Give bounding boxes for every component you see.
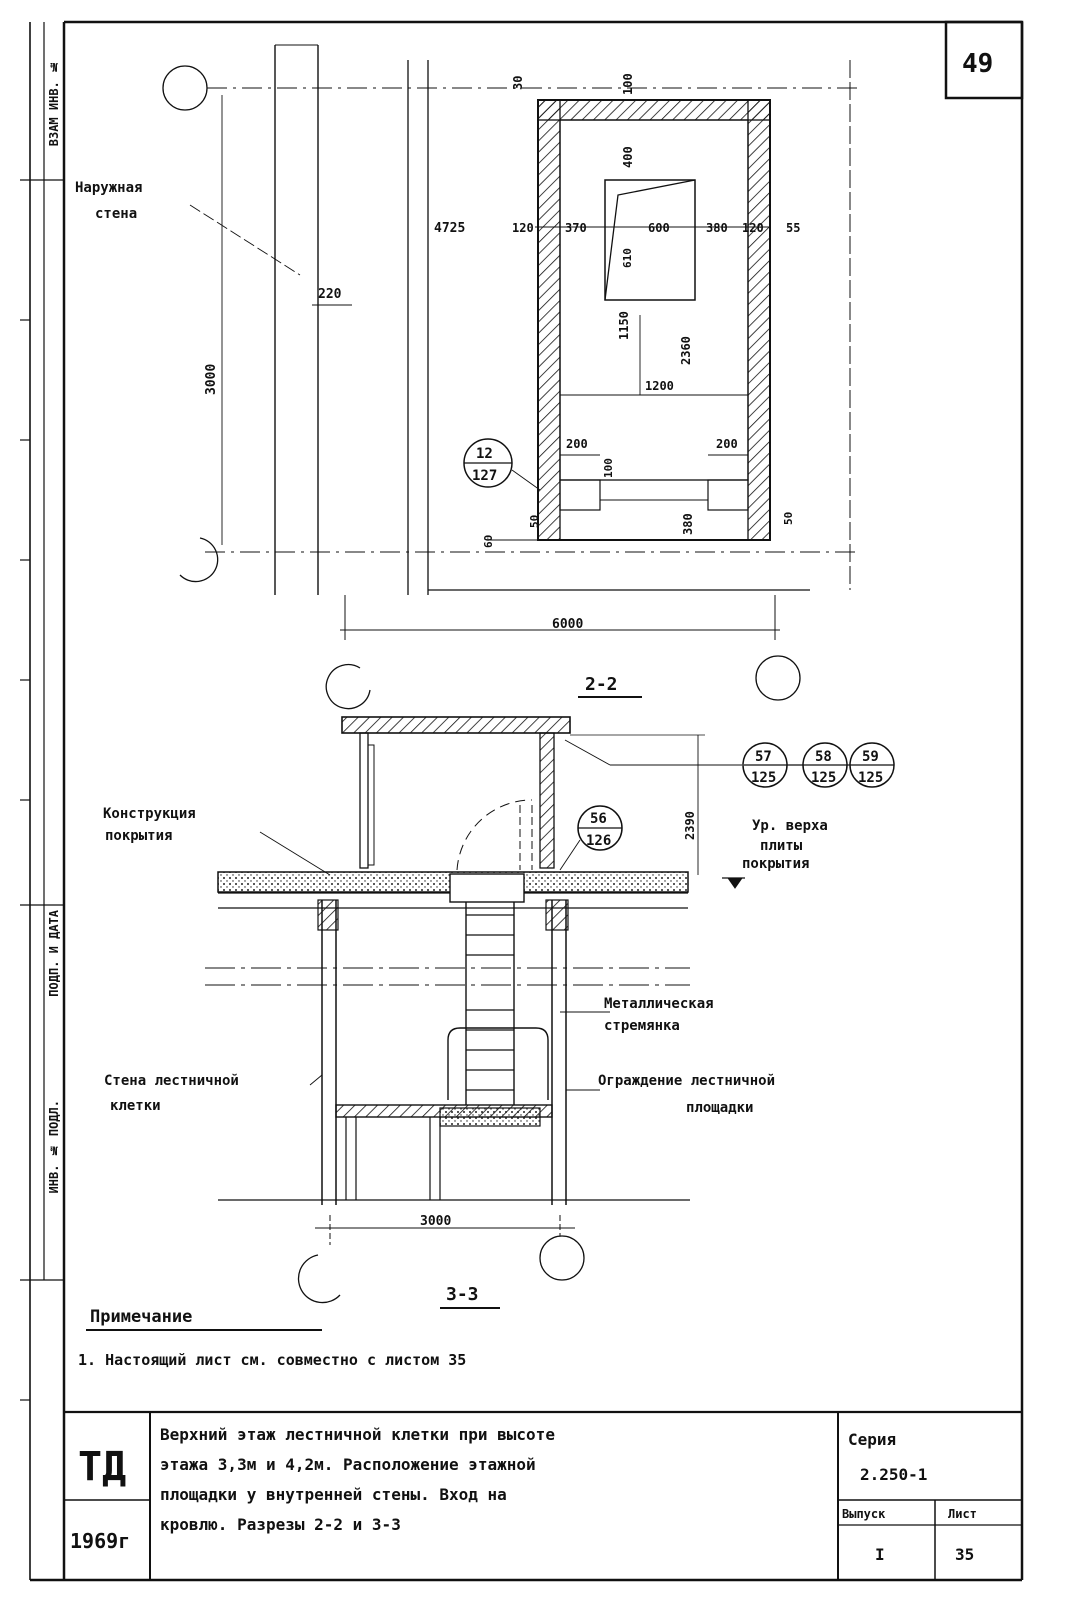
dim-total-width: 6000 [552, 617, 583, 632]
dim-55: 55 [786, 221, 800, 235]
dim-50-left: 50 [528, 515, 541, 528]
dim-1200: 1200 [645, 379, 674, 393]
callout-top: 12 [476, 446, 493, 462]
section-title: 3-3 [446, 1284, 479, 1305]
note: Примечание 1. Настоящий лист см. совмест… [78, 1307, 466, 1369]
sheet-number: 49 [962, 49, 993, 79]
title-org: ТД [78, 1444, 126, 1490]
section-3-3 [205, 716, 895, 1304]
title-line-1: Верхний этаж лестничной клетки при высот… [160, 1425, 555, 1444]
dim-3000: 3000 [420, 1214, 451, 1229]
stair-wall-label-1: Стена лестничной [104, 1073, 239, 1089]
callout-2-bottom: 125 [811, 770, 836, 786]
dim-400: 400 [621, 146, 635, 168]
callout-3-bottom: 125 [858, 770, 883, 786]
side-stamp-bottom: ИНВ. № ПОДЛ. [47, 1100, 61, 1194]
dim-200-left: 200 [566, 437, 588, 451]
dim-2390: 2390 [683, 811, 697, 840]
dim-4725: 4725 [434, 221, 465, 236]
sheet-frame [20, 20, 1024, 1582]
callout-1-top: 57 [755, 749, 772, 765]
dim-total-height: 3000 [204, 364, 219, 395]
fence-label-1: Ограждение лестничной [598, 1073, 775, 1089]
sheet-label: Лист [948, 1507, 977, 1521]
section-3-3-labels: Конструкция покрытия 57 125 58 125 59 12… [103, 749, 883, 1305]
outer-wall-label-1: Наружная [75, 180, 142, 196]
outer-wall-label-2: стена [95, 206, 137, 222]
side-stamp-top: ВЗАМ ИНВ. № [47, 60, 61, 147]
construction-label-2: покрытия [105, 828, 172, 844]
series-value: 2.250-1 [860, 1465, 927, 1484]
top-level-label-2: плиты [760, 838, 803, 854]
top-level-label-3: покрытия [742, 856, 809, 872]
dim-120-left: 120 [512, 221, 534, 235]
dim-380-low: 380 [681, 513, 695, 535]
dim-2360: 2360 [679, 336, 693, 365]
dim-30: 30 [511, 76, 525, 90]
title-line-4: кровлю. Разрезы 2-2 и 3-3 [160, 1515, 401, 1534]
issue-label: Выпуск [842, 1507, 886, 1521]
dim-50-right: 50 [782, 512, 795, 525]
top-level-label-1: Ур. верха [752, 818, 828, 834]
plan-2-2-axis-markers [325, 655, 801, 710]
callout-56-top: 56 [590, 811, 607, 827]
stair-wall-label-2: клетки [110, 1098, 161, 1114]
callout-2-top: 58 [815, 749, 832, 765]
side-stamp-middle: ПОДП. И ДАТА [47, 910, 61, 997]
callout-3-top: 59 [862, 749, 879, 765]
dim-370: 370 [565, 221, 587, 235]
fence-label-2: площадки [686, 1100, 753, 1116]
callout-56-bottom: 126 [586, 833, 611, 849]
ladder-label-2: стремянка [604, 1018, 680, 1034]
plan-title: 2-2 [585, 674, 618, 695]
issue-value: I [875, 1545, 885, 1564]
title-block [64, 1410, 1022, 1580]
title-year: 1969г [70, 1529, 130, 1553]
plan-2-2-labels: Наружная стена 3000 220 4725 120 370 600… [75, 73, 800, 695]
note-heading: Примечание [90, 1307, 192, 1327]
callout-bottom: 127 [472, 468, 497, 484]
dim-600: 600 [648, 221, 670, 235]
dim-60: 60 [482, 535, 495, 548]
dim-380-right: 380 [706, 221, 728, 235]
note-text: 1. Настоящий лист см. совместно с листом… [78, 1351, 466, 1369]
dim-200-right: 200 [716, 437, 738, 451]
dim-100-low: 100 [602, 458, 615, 478]
callout-1-bottom: 125 [751, 770, 776, 786]
construction-label-1: Конструкция [103, 806, 196, 822]
title-line-2: этажа 3,3м и 4,2м. Расположение этажной [160, 1455, 536, 1474]
plan-2-2 [162, 44, 860, 640]
series-label: Серия [848, 1430, 896, 1449]
dim-100-top: 100 [621, 73, 635, 95]
dim-wall: 220 [318, 287, 342, 302]
sheet-value: 35 [955, 1545, 974, 1564]
dim-120-right: 120 [742, 221, 764, 235]
title-line-3: площадки у внутренней стены. Вход на [160, 1485, 507, 1504]
dim-610: 610 [621, 248, 634, 268]
title-block-text: ТД 1969г Верхний этаж лестничной клетки … [70, 1425, 977, 1564]
ladder-label-1: Металлическая [604, 996, 714, 1012]
dim-1150: 1150 [617, 311, 631, 340]
